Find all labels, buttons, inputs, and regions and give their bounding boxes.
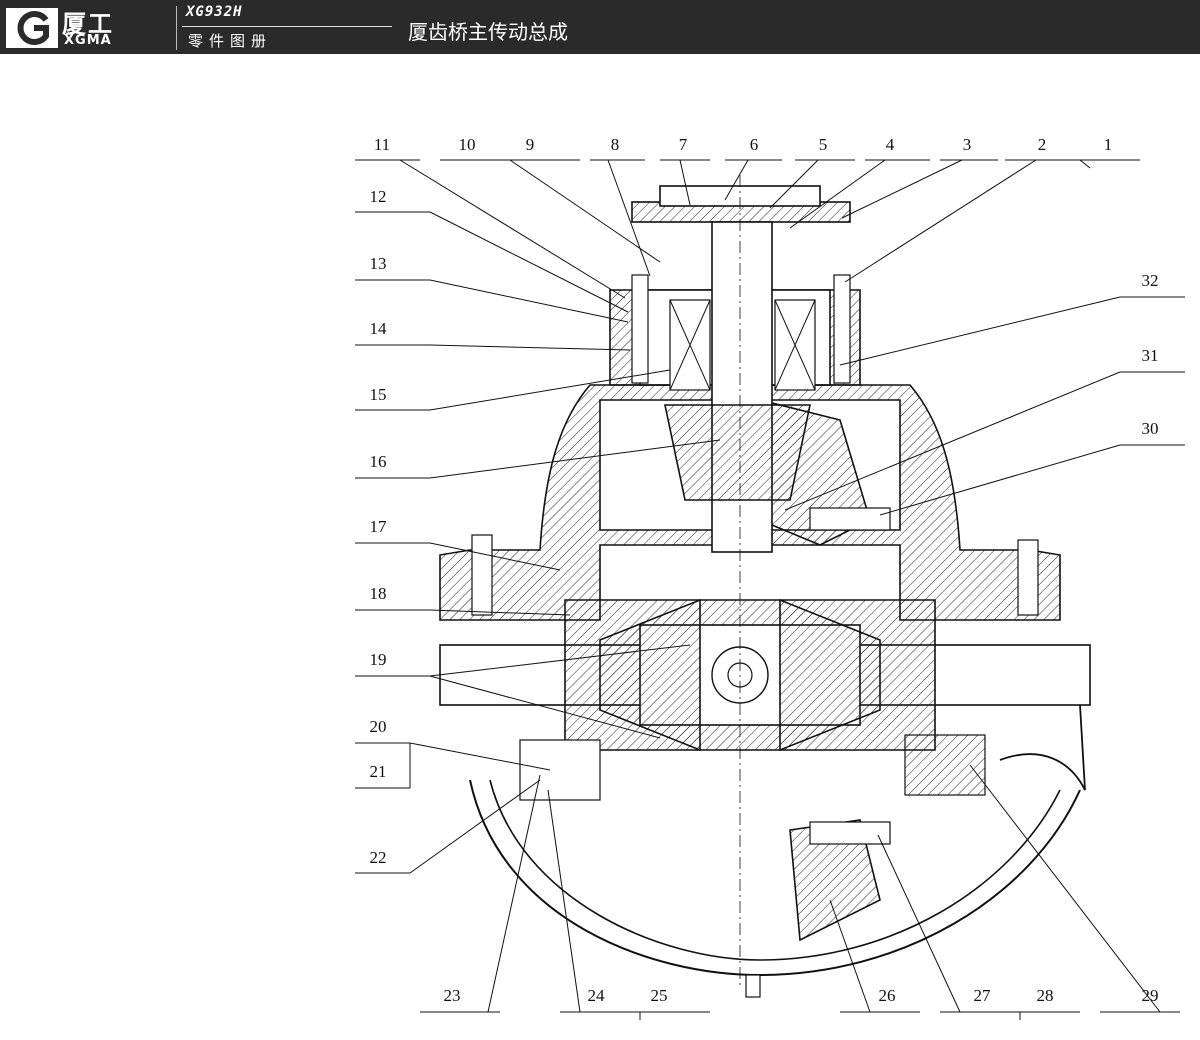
callout-3: 3 [963,135,972,154]
catalog-label: 零件图册 [188,32,273,50]
callout-14: 14 [370,319,388,338]
callout-15: 15 [370,385,387,404]
callout-18: 18 [370,584,387,603]
callout-8: 8 [611,135,620,154]
callout-27: 27 [974,986,992,1005]
callout-19: 19 [370,650,387,669]
callout-17: 17 [370,517,388,536]
callout-16: 16 [370,452,387,471]
model-number: XG932H [186,4,243,20]
callout-2: 2 [1038,135,1047,154]
callout-5: 5 [819,135,828,154]
callout-29: 29 [1142,986,1159,1005]
page-title: 厦齿桥主传动总成 [408,20,568,44]
callout-26: 26 [879,986,896,1005]
brand-english-name: XGMA [64,33,112,48]
callout-12: 12 [370,187,387,206]
callout-32: 32 [1142,271,1159,290]
callout-23: 23 [444,986,461,1005]
brand-chinese-name: 厦工 [62,10,114,38]
leader-lines [355,159,1185,1020]
xgma-g-logo-icon [6,8,58,48]
page-header: 厦工 XGMA XG932H 零件图册 厦齿桥主传动总成 [0,0,1200,54]
callout-25: 25 [651,986,668,1005]
callout-21: 21 [370,762,387,781]
callout-10: 10 [459,135,476,154]
housing-outline [439,185,1091,998]
callout-20: 20 [370,717,387,736]
callout-4: 4 [886,135,895,154]
callout-28: 28 [1037,986,1054,1005]
callout-31: 31 [1142,346,1159,365]
model-underline [182,26,392,27]
callout-30: 30 [1142,419,1159,438]
callout-1: 1 [1104,135,1113,154]
callout-24: 24 [588,986,606,1005]
callout-9: 9 [526,135,535,154]
callout-13: 13 [370,254,387,273]
callout-22: 22 [370,848,387,867]
callout-6: 6 [750,135,759,154]
callout-11: 11 [374,135,390,154]
header-divider [176,6,177,50]
callout-7: 7 [679,135,688,154]
